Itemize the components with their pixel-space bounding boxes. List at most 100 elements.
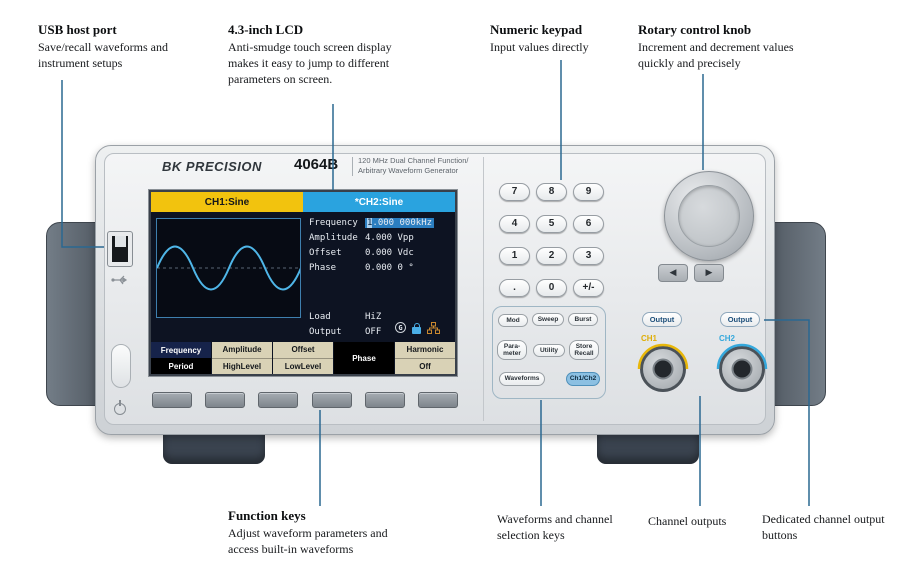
store-recall-button[interactable]: Store Recall (569, 340, 599, 360)
sweep-button[interactable]: Sweep (532, 313, 564, 326)
key-5[interactable]: 5 (536, 215, 567, 233)
callout-output-buttons: Dedicated channel output buttons (762, 510, 888, 544)
param-label: Offset (309, 248, 342, 258)
ch2-output-button[interactable]: Output (720, 312, 760, 327)
function-key-3[interactable] (258, 392, 299, 408)
waveform-preview (156, 218, 302, 318)
callout-title: Rotary control knob (638, 22, 752, 37)
cursor-right-button[interactable]: ▶ (694, 264, 724, 282)
callout-function-keys: Function keys Adjust waveform parameters… (228, 508, 416, 558)
callout-desc: Save/recall waveforms and instrument set… (38, 40, 168, 71)
function-key-2[interactable] (205, 392, 246, 408)
callout-numeric-keypad: Numeric keypad Input values directly (490, 22, 630, 56)
model-description: 120 MHz Dual Channel Function/ Arbitrary… (358, 156, 480, 176)
softkey-offset-lowlevel[interactable]: Offset LowLevel (273, 342, 333, 374)
key-8[interactable]: 8 (536, 183, 567, 201)
right-handle (766, 222, 826, 406)
param-label: Amplitude (309, 233, 358, 243)
softkey-frequency-period[interactable]: Frequency Period (151, 342, 211, 374)
brand-divider (352, 157, 353, 176)
model-description-line1: 120 MHz Dual Channel Function/ (358, 156, 469, 165)
left-arrow-icon: ◀ (669, 268, 677, 278)
param-value: 4.000 Vpp (365, 233, 414, 243)
callout-rotary-knob: Rotary control knob Increment and decrem… (638, 22, 828, 72)
usb-host-port (107, 231, 133, 267)
brand-logo: BK PRECISION (162, 159, 262, 174)
screen-body: Frequency 1.000 000kHz Amplitude 4.000 Vpp… (151, 212, 455, 342)
callout-desc: Dedicated channel output buttons (762, 512, 885, 542)
callout-desc: Input values directly (490, 40, 589, 55)
ch1-label: CH1 (641, 334, 658, 343)
function-key-row (152, 392, 458, 408)
key-6[interactable]: 6 (573, 215, 604, 233)
utility-button[interactable]: Utility (533, 344, 565, 357)
key-2[interactable]: 2 (536, 247, 567, 265)
callout-title: Function keys (228, 508, 306, 523)
panel-seam (483, 157, 484, 421)
callout-usb-host-port: USB host port Save/recall waveforms and … (38, 22, 190, 72)
power-button[interactable] (111, 344, 131, 388)
function-key-1[interactable] (152, 392, 192, 408)
softkey-phase[interactable]: Phase (334, 342, 394, 374)
softkey-amplitude-highlevel[interactable]: Amplitude HighLevel (212, 342, 272, 374)
param-phase: Phase 0.000 0 ° (309, 263, 414, 273)
callout-lcd: 4.3-inch LCD Anti-smudge touch screen di… (228, 22, 408, 88)
param-value: 0.000 0 ° (365, 263, 414, 273)
ch1-bnc-connector (640, 346, 686, 392)
mod-button[interactable]: Mod (498, 314, 528, 327)
ch1-ch2-button[interactable]: Ch1/Ch2 (566, 372, 600, 386)
callout-title: 4.3-inch LCD (228, 22, 304, 37)
callout-title: USB host port (38, 22, 117, 37)
param-label: Phase (309, 263, 337, 273)
usb-slot (112, 236, 128, 262)
ch2-bnc-connector (719, 346, 765, 392)
burst-button[interactable]: Burst (568, 313, 598, 326)
key-plus-minus[interactable]: +/- (573, 279, 604, 297)
lock-icon (412, 323, 421, 334)
cursor-left-button[interactable]: ◀ (658, 264, 688, 282)
status-icons: G (395, 322, 440, 334)
tab-ch1[interactable]: CH1:Sine (151, 192, 303, 212)
ch1-output-button[interactable]: Output (642, 312, 682, 327)
callout-desc: Waveforms and channel selection keys (497, 512, 613, 542)
left-handle (46, 222, 104, 406)
ch2-label: CH2 (719, 334, 736, 343)
parameter-button[interactable]: Para- meter (497, 340, 527, 360)
key-7[interactable]: 7 (499, 183, 530, 201)
param-frequency: Frequency 1.000 000kHz (309, 218, 435, 228)
callout-desc: Anti-smudge touch screen display makes i… (228, 40, 392, 86)
param-label: Frequency (309, 218, 358, 228)
function-key-6[interactable] (417, 392, 458, 408)
function-key-4[interactable] (311, 392, 352, 408)
lcd-screen: CH1:Sine *CH2:Sine Frequency 1.000 000kHz… (149, 190, 457, 376)
param-value: 1.000 000kHz (365, 218, 435, 228)
callout-desc: Increment and decrement values quickly a… (638, 40, 794, 71)
load-label: Load (309, 312, 331, 322)
waveforms-button[interactable]: Waveforms (499, 372, 545, 386)
softkey-harmonic-off[interactable]: Harmonic Off (395, 342, 455, 374)
key-0[interactable]: 0 (536, 279, 567, 297)
key-1[interactable]: 1 (499, 247, 530, 265)
right-arrow-icon: ▶ (705, 268, 713, 278)
sync-icon: G (395, 322, 406, 333)
param-amplitude: Amplitude 4.000 Vpp (309, 233, 414, 243)
power-icon (114, 403, 126, 415)
sine-waveform-icon (156, 245, 302, 291)
key-decimal[interactable]: . (499, 279, 530, 297)
model-number: 4064B (294, 156, 339, 173)
function-key-5[interactable] (364, 392, 405, 408)
key-3[interactable]: 3 (573, 247, 604, 265)
tab-ch2[interactable]: *CH2:Sine (303, 192, 455, 212)
key-4[interactable]: 4 (499, 215, 530, 233)
usb-icon (111, 275, 128, 285)
callout-waveform-keys: Waveforms and channel selection keys (497, 510, 649, 544)
output-value: OFF (365, 327, 382, 337)
callout-desc: Channel outputs (648, 514, 727, 528)
key-9[interactable]: 9 (573, 183, 604, 201)
callout-title: Numeric keypad (490, 22, 583, 37)
softkey-menu: Frequency Period Amplitude HighLevel Off… (151, 342, 455, 374)
